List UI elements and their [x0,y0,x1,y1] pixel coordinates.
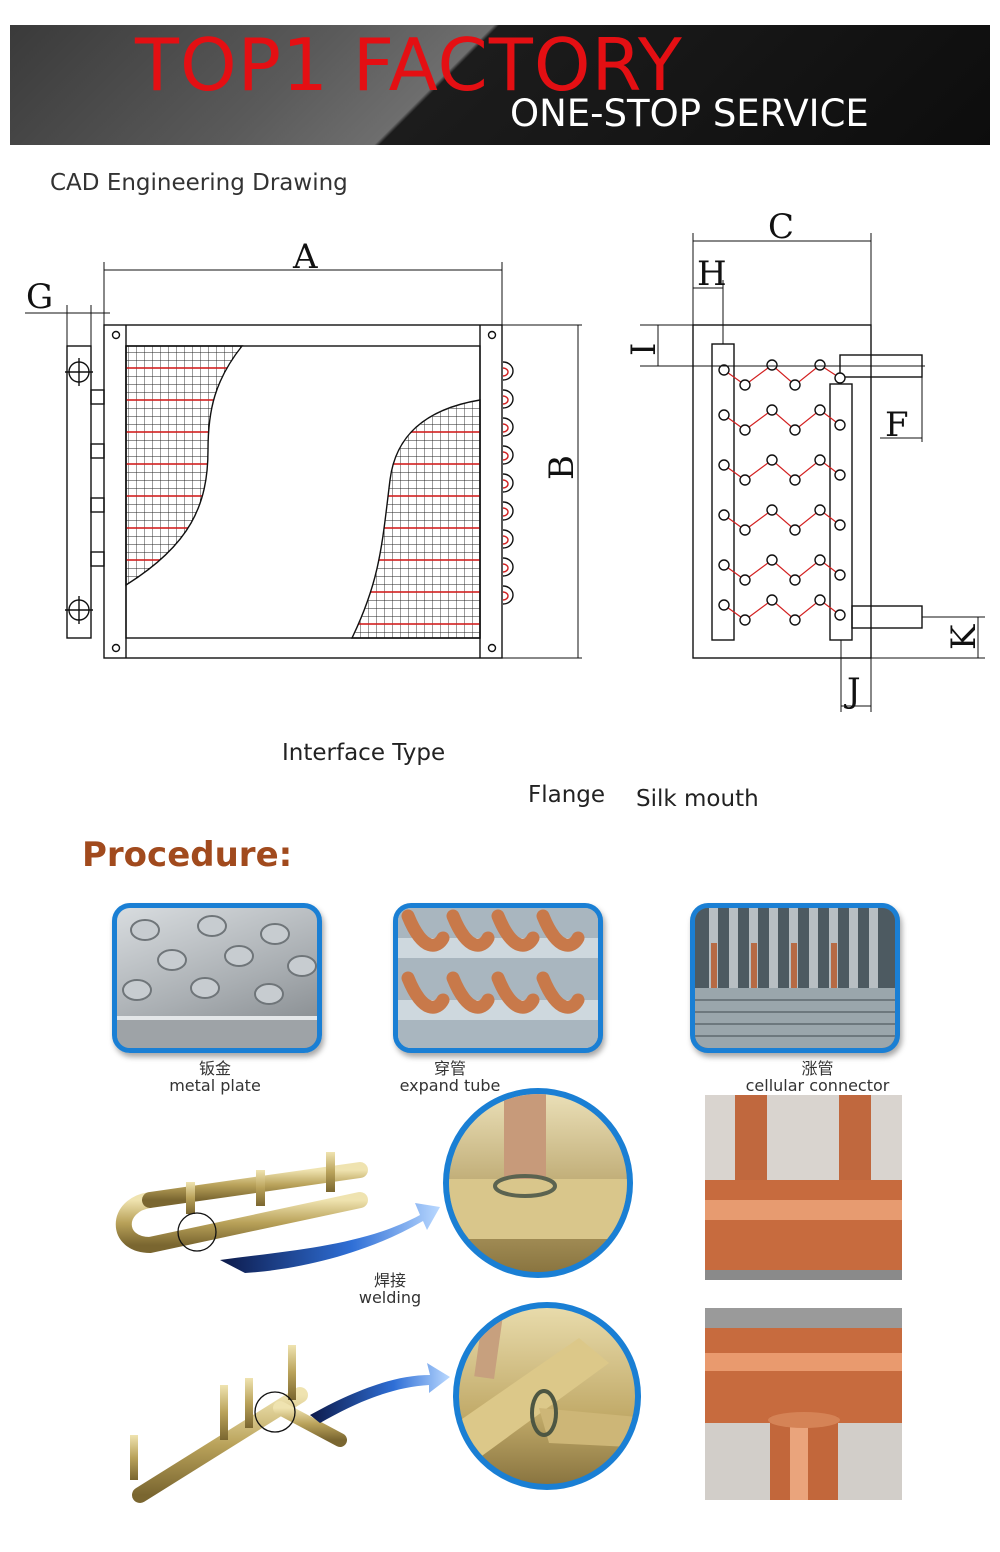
expand-tube-photo [393,903,603,1053]
cellular-connector-image [695,908,895,1048]
copper-joint-image-2 [705,1308,902,1500]
expand-tube-en: expand tube [399,1076,501,1095]
procedure-heading: Procedure: [82,835,293,875]
welding-arrow-1 [220,1203,440,1273]
cellular-connector-photo [690,903,900,1053]
dim-label-j: J [844,671,861,711]
banner-title: TOP1 FACTORY [135,25,683,107]
header-pipe-illustration-2 [130,1345,347,1503]
header-pipe-illustration-1 [115,1152,368,1254]
weld-closeup-image-2 [459,1308,635,1458]
flange-label: Flange [528,782,606,808]
cellular-connector-caption: 涨管 cellular connector [745,1060,890,1094]
metal-plate-en: metal plate [169,1076,261,1095]
cellular-connector-cn: 涨管 [801,1059,834,1078]
banner-subtitle: ONE-STOP SERVICE [510,92,869,135]
cad-heading: CAD Engineering Drawing [50,170,348,196]
copper-joint-image-1 [705,1095,902,1280]
dim-label-a: A [292,237,318,277]
metal-plate-photo [112,903,322,1053]
header-banner: TOP1 FACTORY ONE-STOP SERVICE [10,25,990,145]
cellular-connector-en: cellular connector [745,1076,890,1095]
metal-plate-image [117,915,317,1048]
welding-en: welding [358,1288,422,1307]
expand-tube-caption: 穿管 expand tube [390,1060,510,1094]
side-view [692,324,923,659]
welding-cn: 焊接 [373,1271,406,1290]
weld-closeup-circle-2 [453,1302,641,1490]
dim-label-g: G [26,277,53,317]
interface-type-label: Interface Type [282,740,446,766]
welding-caption: 焊接 welding [345,1272,435,1306]
dim-label-i: I [624,343,664,356]
metal-plate-cn: 钣金 [198,1059,231,1078]
metal-plate-caption: 钣金 metal plate [140,1060,290,1094]
dim-label-f: F [885,405,909,445]
copper-joint-photo-2 [705,1308,902,1500]
dim-label-k: K [944,624,984,650]
cad-drawing: A B G [25,207,985,712]
expand-tube-image [398,908,598,1048]
silk-mouth-label: Silk mouth [636,786,759,812]
dim-label-b: B [542,455,582,480]
expand-tube-cn: 穿管 [433,1059,466,1078]
dim-label-c: C [768,207,794,247]
weld-closeup-image-1 [449,1094,627,1239]
weld-closeup-circle-1 [443,1088,633,1278]
front-view [65,324,514,659]
welding-arrow-2 [310,1363,450,1423]
dim-label-h: H [697,254,727,294]
copper-joint-photo-1 [705,1095,902,1280]
